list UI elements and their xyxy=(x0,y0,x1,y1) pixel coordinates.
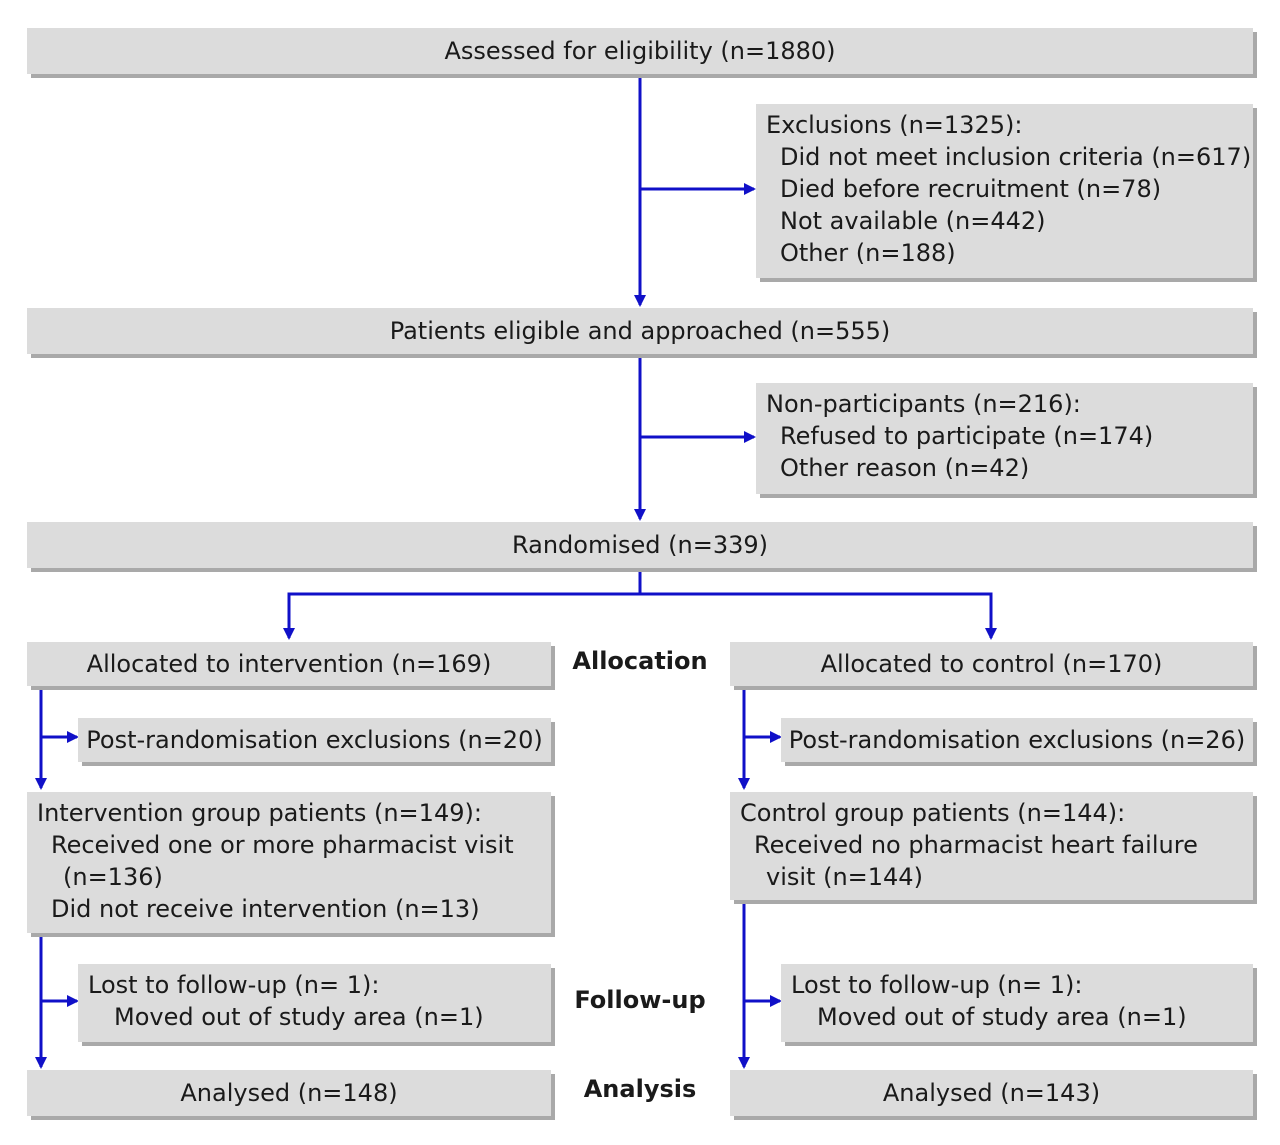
arrow-randomised-split xyxy=(283,568,642,640)
control-post-exclusions-box: Post-randomisation exclusions (n=26) xyxy=(781,718,1253,762)
control-post-exclusions-label: Post-randomisation exclusions (n=26) xyxy=(788,726,1246,754)
intervention-group-box: Intervention group patients (n=149): Rec… xyxy=(27,792,551,933)
intervention-post-exclusions-label: Post-randomisation exclusions (n=20) xyxy=(86,726,543,754)
intervention-post-exclusions-box: Post-randomisation exclusions (n=20) xyxy=(78,718,551,762)
stage-allocation: Allocation xyxy=(572,647,708,675)
nonparticipant-item: Other reason (n=42) xyxy=(780,454,1030,482)
intervention-allocated-label: Allocated to intervention (n=169) xyxy=(86,650,492,678)
nonparticipants-title: Non-participants (n=216): xyxy=(766,390,1081,418)
exclusion-item: Died before recruitment (n=78) xyxy=(780,175,1162,203)
intervention-analysed-box: Analysed (n=148) xyxy=(27,1070,551,1116)
control-group-line: Received no pharmacist heart failure xyxy=(754,831,1198,859)
stage-followup: Follow-up xyxy=(574,986,706,1014)
intervention-group-line: Did not receive intervention (n=13) xyxy=(51,895,480,923)
arrow-randomised-split-control xyxy=(640,592,993,638)
control-analysed-label: Analysed (n=143) xyxy=(882,1079,1101,1107)
intervention-lost-title: Lost to follow-up (n= 1): xyxy=(88,971,380,999)
control-group-title: Control group patients (n=144): xyxy=(740,799,1126,827)
assessed-label: Assessed for eligibility (n=1880) xyxy=(444,37,836,65)
intervention-allocated-box: Allocated to intervention (n=169) xyxy=(27,642,551,686)
intervention-group-line: Received one or more pharmacist visit xyxy=(51,831,514,859)
exclusion-item: Did not meet inclusion criteria (n=617) xyxy=(780,143,1252,171)
control-allocated-label: Allocated to control (n=170) xyxy=(820,650,1163,678)
randomised-box: Randomised (n=339) xyxy=(27,522,1253,568)
exclusions-title: Exclusions (n=1325): xyxy=(766,111,1023,139)
intervention-analysed-label: Analysed (n=148) xyxy=(180,1079,398,1107)
control-lost-item: Moved out of study area (n=1) xyxy=(817,1003,1187,1031)
exclusion-item: Not available (n=442) xyxy=(780,207,1046,235)
randomised-label: Randomised (n=339) xyxy=(511,531,769,559)
control-allocated-box: Allocated to control (n=170) xyxy=(730,642,1253,686)
intervention-lost-item: Moved out of study area (n=1) xyxy=(114,1003,484,1031)
control-analysed-box: Analysed (n=143) xyxy=(730,1070,1253,1116)
assessed-box: Assessed for eligibility (n=1880) xyxy=(27,28,1253,74)
control-lost-box: Lost to follow-up (n= 1): Moved out of s… xyxy=(781,964,1253,1042)
stage-analysis: Analysis xyxy=(583,1075,697,1103)
intervention-group-title: Intervention group patients (n=149): xyxy=(37,799,482,827)
exclusions-box: Exclusions (n=1325): Did not meet inclus… xyxy=(756,104,1253,278)
nonparticipant-item: Refused to participate (n=174) xyxy=(780,422,1154,450)
intervention-group-line: (n=136) xyxy=(63,863,163,891)
eligible-label: Patients eligible and approached (n=555) xyxy=(389,317,891,345)
nonparticipants-box: Non-participants (n=216): Refused to par… xyxy=(756,383,1253,494)
intervention-lost-box: Lost to follow-up (n= 1): Moved out of s… xyxy=(78,964,551,1042)
eligible-box: Patients eligible and approached (n=555) xyxy=(27,308,1253,354)
control-group-line: visit (n=144) xyxy=(766,863,923,891)
control-lost-title: Lost to follow-up (n= 1): xyxy=(791,971,1083,999)
control-group-box: Control group patients (n=144): Received… xyxy=(730,792,1253,900)
exclusion-item: Other (n=188) xyxy=(780,239,956,267)
